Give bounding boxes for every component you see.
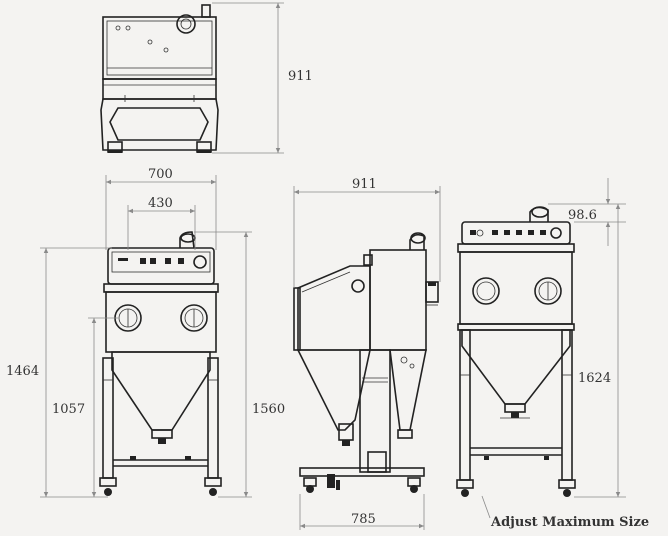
dimension-front-inner-width: 430 bbox=[127, 196, 196, 250]
dim-label-front-1057: 1057 bbox=[52, 402, 85, 417]
dim-label-side-785: 785 bbox=[351, 512, 376, 527]
back-view bbox=[456, 206, 576, 497]
dim-label-back-98-6: 98.6 bbox=[568, 208, 597, 223]
adjust-maximum-size-label: Adjust Maximum Size bbox=[490, 515, 649, 530]
dim-label-front-700: 700 bbox=[148, 167, 173, 182]
dim-label-front-1560: 1560 bbox=[252, 402, 285, 417]
dimension-front-width: 700 bbox=[105, 167, 217, 250]
dimension-side-depth: 911 bbox=[293, 177, 441, 288]
dimension-back-height: 1624 bbox=[574, 204, 626, 498]
top-view bbox=[100, 4, 219, 153]
dimension-front-work-height: 1057 bbox=[52, 317, 118, 497]
dimension-back-top-offset: 98.6 bbox=[548, 178, 626, 246]
dimension-front-total-height: 1464 bbox=[6, 247, 112, 498]
dim-label-top-911: 911 bbox=[288, 69, 313, 84]
dim-label-front-1464: 1464 bbox=[6, 364, 39, 379]
side-view bbox=[293, 232, 439, 493]
dim-label-front-430: 430 bbox=[148, 196, 173, 211]
adjust-note: Adjust Maximum Size bbox=[481, 495, 649, 530]
dimension-front-duct-height: 1560 bbox=[194, 231, 285, 498]
dim-label-back-1624: 1624 bbox=[578, 371, 611, 386]
front-view bbox=[99, 231, 222, 496]
dimension-top-depth: 911 bbox=[212, 2, 313, 154]
dimension-side-base-depth: 785 bbox=[299, 494, 425, 530]
dim-label-side-911: 911 bbox=[352, 177, 377, 192]
